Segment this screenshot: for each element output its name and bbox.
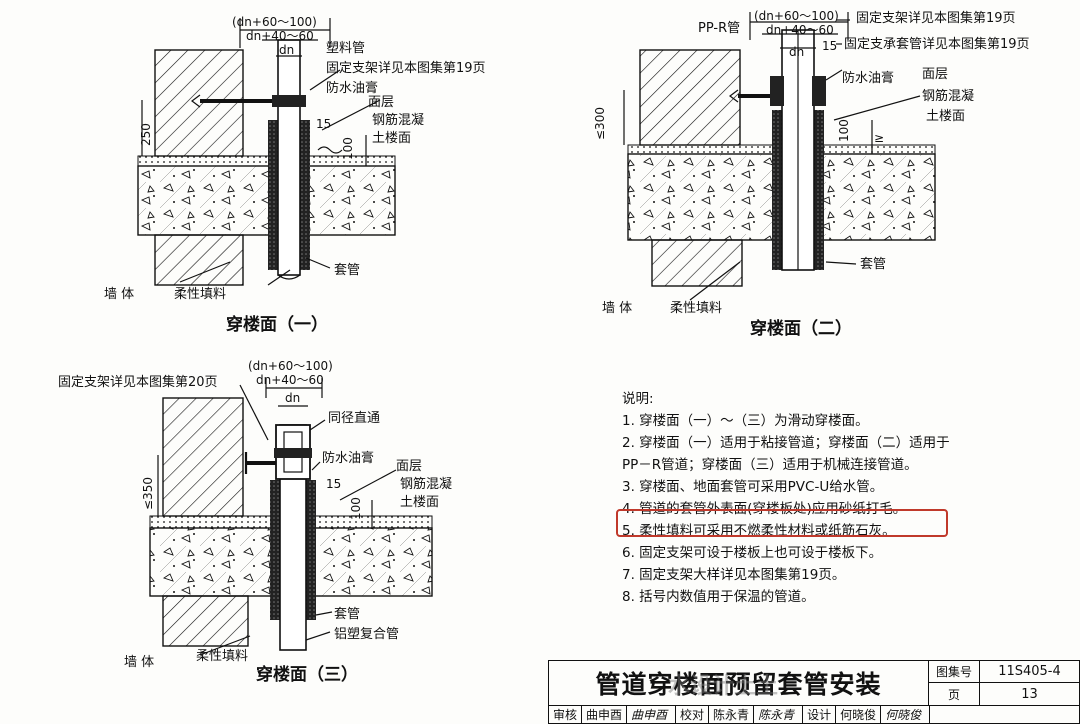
d2-dim-300: ≤300 [593, 107, 607, 140]
d3-dim-dn: dn [285, 391, 300, 405]
d2-label-sleeve-support: 固定支承套管详见本图集第19页 [844, 36, 1030, 52]
d1-label-filler: 柔性填料 [174, 287, 226, 302]
signature-row: 审核 曲申酉 曲申酉 校对 陈永青 陈永青 设计 何晓俊 何晓俊 [548, 706, 1080, 724]
atlas-number-label: 图集号 [928, 660, 980, 683]
d1-dim-15: 15 [316, 117, 331, 131]
d2-label-wall: 墙 体 [602, 301, 632, 316]
d3-label-coupling: 同径直通 [328, 411, 380, 426]
d1-label-support: 固定支架详见本图集第19页 [326, 60, 486, 76]
d1-dim-inner: dn+40～60 [246, 29, 314, 43]
d3-label-wall: 墙 体 [124, 655, 154, 670]
check-label: 校对 [676, 706, 710, 723]
d2-caption: 穿楼面（二） [750, 318, 852, 339]
d3-label-sleeve: 套管 [334, 606, 360, 622]
d2-dim-inner: dn+40～60 [766, 23, 834, 37]
d3-label-surface: 面层 [396, 459, 422, 474]
d1-dim-dn: dn [279, 43, 294, 57]
page-label: 页 [928, 683, 980, 706]
checker-name: 陈永青 [709, 706, 755, 723]
d1-label-surface: 面层 [368, 95, 394, 110]
d2-dim-ge: ≥ [874, 131, 884, 145]
drawing-title: 管道穿楼面预留套管安装 [548, 660, 928, 706]
designer-signature: 何晓俊 [881, 706, 931, 723]
d2-label-sleeve: 套管 [860, 256, 886, 272]
designer-name: 何晓俊 [836, 706, 882, 723]
notes-title: 说明: [622, 391, 654, 407]
d1-dim-100: 100 [341, 137, 355, 160]
d1-label-sleeve: 套管 [334, 262, 360, 278]
diagram-1: (dn+60～100) dn+40～60 dn 250 15 100 塑料管 固… [104, 15, 486, 335]
note-6: 6. 固定支架可设于楼板上也可设于楼板下。 [622, 545, 883, 561]
d3-label-support: 固定支架详见本图集第20页 [58, 374, 218, 390]
d1-caption: 穿楼面（一） [226, 314, 328, 335]
d1-dim-outer: (dn+60～100) [232, 15, 317, 29]
d2-dim-dn: dn [789, 45, 804, 59]
note-2: 2. 穿楼面（一）适用于粘接管道；穿楼面（二）适用于 [622, 435, 950, 451]
d3-dim-15: 15 [326, 477, 341, 491]
d1-label-plastic-pipe: 塑料管 [326, 41, 365, 56]
d3-dim-100: 100 [349, 497, 363, 520]
d1-label-rc-1: 钢筋混凝 [372, 112, 424, 128]
note-7: 7. 固定支架大样详见本图集第19页。 [622, 567, 846, 583]
d3-label-pipe: 铝塑复合管 [334, 627, 399, 642]
d3-dim-350: ≤350 [141, 477, 155, 510]
d2-dim-15: 15 [822, 39, 837, 53]
d1-label-rc-2: 土楼面 [372, 131, 411, 146]
d3-dim-outer: (dn+60～100) [248, 359, 333, 373]
d1-label-wall: 墙 体 [104, 287, 134, 302]
reviewer-signature: 曲申酉 [627, 706, 677, 723]
d3-label-rc-2: 土楼面 [400, 495, 439, 510]
page-number: 13 [980, 683, 1080, 706]
d2-label-rc-1: 钢筋混凝 [922, 88, 974, 104]
reviewer-name: 曲申酉 [582, 706, 628, 723]
d2-label-surface: 面层 [922, 67, 948, 82]
note-8: 8. 括号内数值用于保温的管道。 [622, 589, 815, 605]
d3-dim-inner: dn+40～60 [256, 373, 324, 387]
d2-dim-100: 100 [837, 119, 851, 142]
atlas-number-value: 11S405-4 [980, 660, 1080, 683]
d2-label-filler: 柔性填料 [670, 301, 722, 316]
d3-label-filler: 柔性填料 [196, 649, 248, 664]
d3-label-rc-1: 钢筋混凝 [400, 476, 452, 492]
d2-label-sealant: 防水油膏 [842, 70, 894, 86]
note-2-cont: PP－R管道；穿楼面（三）适用于机械连接管道。 [622, 457, 918, 473]
d2-label-support: 固定支架详见本图集第19页 [856, 10, 1016, 26]
diagram-2: (dn+60～100) dn+40～60 dn ≤300 15 100 ≥ PP… [593, 9, 1030, 339]
d3-label-sealant: 防水油膏 [322, 450, 374, 466]
d2-label-ppr: PP-R管 [698, 21, 740, 36]
d1-label-sealant: 防水油膏 [326, 80, 378, 96]
checker-signature: 陈永青 [754, 706, 804, 723]
note-1: 1. 穿楼面（一）～（三）为滑动穿楼面。 [622, 413, 869, 429]
note-3: 3. 穿楼面、地面套管可采用PVC-U给水管。 [622, 479, 884, 495]
design-label: 设计 [803, 706, 837, 723]
d2-dim-outer: (dn+60～100) [754, 9, 839, 23]
watermark: 水设计土土 [668, 674, 779, 699]
d2-label-rc-2: 土楼面 [926, 109, 965, 124]
d1-dim-250: 250 [139, 123, 153, 146]
review-label: 审核 [549, 706, 583, 723]
d3-caption: 穿楼面（三） [256, 664, 358, 685]
notes-block: 说明: 1. 穿楼面（一）～（三）为滑动穿楼面。 2. 穿楼面（一）适用于粘接管… [622, 388, 1062, 608]
diagram-3: (dn+60～100) dn+40～60 dn ≤350 15 100 固定支架… [58, 359, 452, 685]
title-block: 管道穿楼面预留套管安装 图集号 11S405-4 页 13 审核 曲申酉 曲申酉… [548, 660, 1080, 724]
note-5-highlight-box [616, 509, 948, 537]
